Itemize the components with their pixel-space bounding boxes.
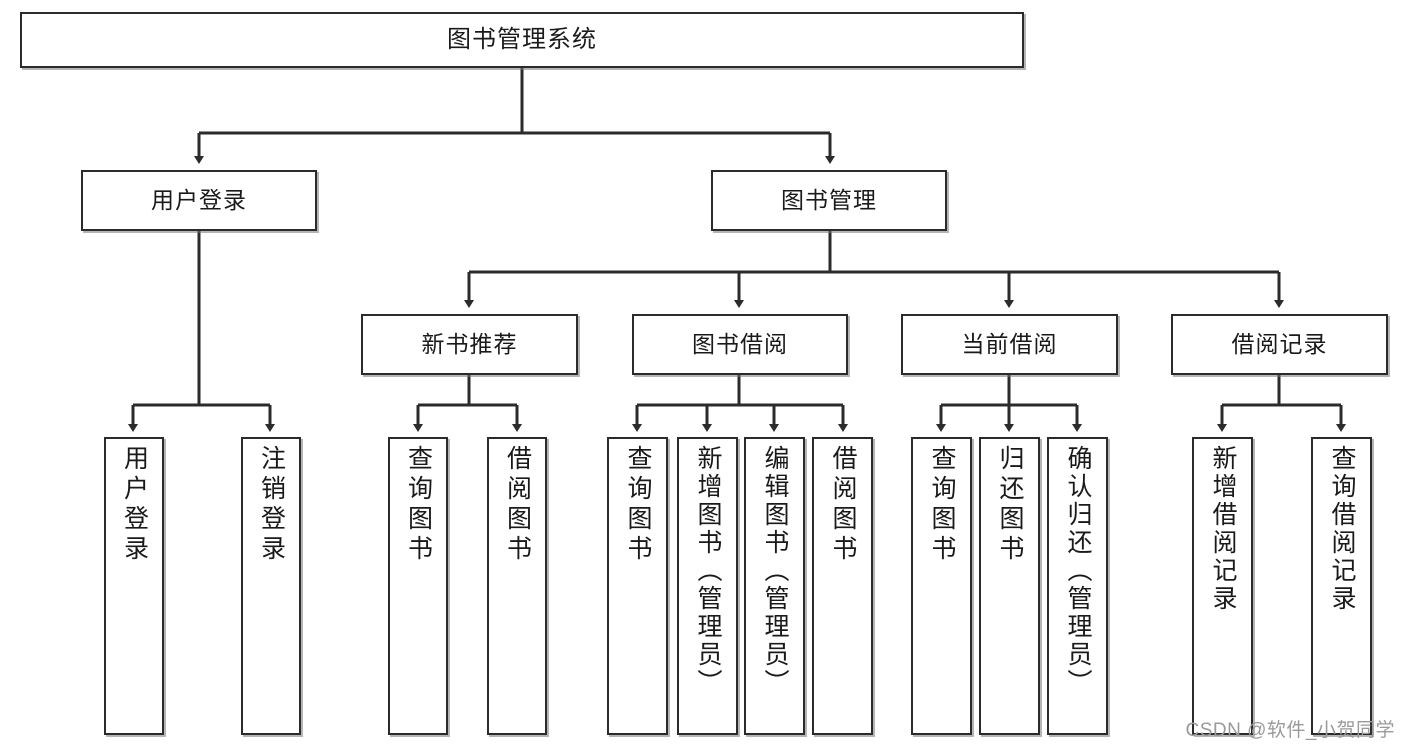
node-borrow-record[interactable]: 借阅记录 <box>1171 314 1388 375</box>
node-label: 用户登录 <box>120 445 149 565</box>
node-book-borrow[interactable]: 图书借阅 <box>632 314 848 375</box>
node-label: 查询图书 <box>624 445 652 565</box>
node-label: 归还图书 <box>996 445 1024 565</box>
node-label: 图书管理 <box>781 187 877 214</box>
leaf-add-borrow-record[interactable]: 新增借阅记录 <box>1192 437 1253 735</box>
leaf-query-book-recommend[interactable]: 查询图书 <box>388 437 448 735</box>
node-label: 新增图书（管理员） <box>694 445 722 697</box>
leaf-borrow-book[interactable]: 借阅图书 <box>812 437 873 735</box>
node-label: 确认归还（管理员） <box>1064 445 1092 697</box>
leaf-add-book-admin[interactable]: 新增图书（管理员） <box>677 437 738 735</box>
node-label: 借阅图书 <box>503 445 532 565</box>
node-root-book-management-system[interactable]: 图书管理系统 <box>20 12 1024 68</box>
node-book-management[interactable]: 图书管理 <box>711 170 947 231</box>
leaf-borrow-book-recommend[interactable]: 借阅图书 <box>487 437 547 735</box>
node-label: 借阅图书 <box>829 445 857 565</box>
node-label: 新增借阅记录 <box>1209 445 1237 613</box>
leaf-confirm-return-admin[interactable]: 确认归还（管理员） <box>1047 437 1108 735</box>
node-label: 查询图书 <box>928 445 956 565</box>
node-new-book-recommend[interactable]: 新书推荐 <box>361 314 578 375</box>
watermark-text: CSDN @软件_小贺同学 <box>1185 720 1395 741</box>
node-label: 当前借阅 <box>961 331 1058 358</box>
leaf-query-book-current[interactable]: 查询图书 <box>911 437 972 735</box>
leaf-edit-book-admin[interactable]: 编辑图书（管理员） <box>744 437 805 735</box>
node-label: 新书推荐 <box>421 331 518 358</box>
leaf-logout-login[interactable]: 注销登录 <box>241 437 301 735</box>
node-current-borrow[interactable]: 当前借阅 <box>901 314 1118 375</box>
leaf-query-borrow-record[interactable]: 查询借阅记录 <box>1311 437 1372 735</box>
leaf-query-book-borrow[interactable]: 查询图书 <box>607 437 668 735</box>
node-label: 注销登录 <box>257 445 286 565</box>
node-label: 图书借阅 <box>692 331 788 358</box>
leaf-user-login[interactable]: 用户登录 <box>104 437 164 735</box>
leaf-return-book[interactable]: 归还图书 <box>979 437 1040 735</box>
node-label: 图书管理系统 <box>447 26 597 54</box>
node-user-login[interactable]: 用户登录 <box>81 170 317 231</box>
node-label: 编辑图书（管理员） <box>761 445 789 697</box>
node-label: 用户登录 <box>151 187 247 214</box>
node-label: 查询借阅记录 <box>1328 445 1356 613</box>
node-label: 借阅记录 <box>1231 331 1328 358</box>
node-label: 查询图书 <box>404 445 433 565</box>
